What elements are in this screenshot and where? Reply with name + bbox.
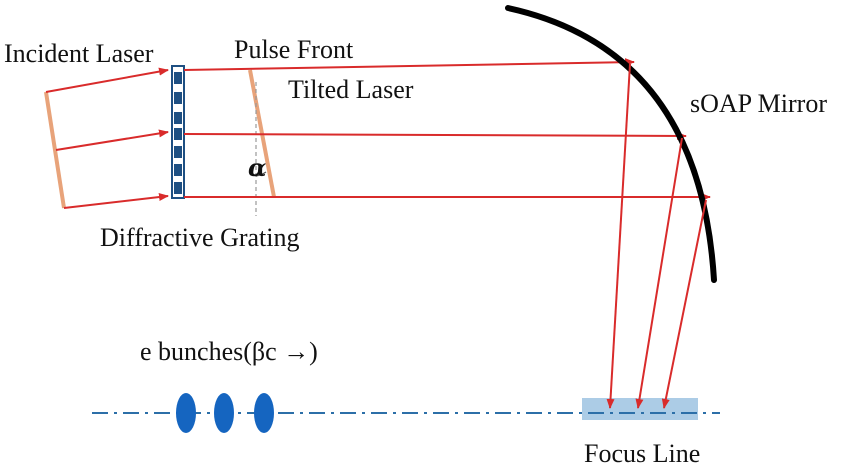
reflected-rays xyxy=(606,63,707,409)
incident-rays xyxy=(45,67,169,209)
tilted-laser-label: Tilted Laser xyxy=(288,75,414,104)
focus-line-label: Focus Line xyxy=(584,439,700,468)
reflected-ray xyxy=(635,137,683,409)
tilted-ray xyxy=(183,58,635,71)
pulse-front-label: Pulse Front xyxy=(234,35,354,64)
incident-ray xyxy=(63,193,169,209)
diffractive-grating xyxy=(171,65,185,199)
soap-mirror-label: sOAP Mirror xyxy=(690,89,827,118)
reflected-ray xyxy=(661,199,707,409)
soap-mirror xyxy=(505,5,717,283)
incident-laser-label: Incident Laser xyxy=(4,39,154,68)
alpha-label: α xyxy=(248,153,266,182)
reflected-ray xyxy=(606,63,631,409)
electron-bunches xyxy=(176,393,274,433)
electron-bunch xyxy=(254,393,274,433)
tilted-ray xyxy=(183,131,687,140)
incident-ray xyxy=(55,129,169,151)
incident-ray xyxy=(45,67,169,93)
electron-bunch xyxy=(214,393,234,433)
incident-pulse-front xyxy=(44,91,66,209)
e-bunches-label: e bunches(βc →) xyxy=(140,337,318,366)
diffractive-grating-label: Diffractive Grating xyxy=(100,223,300,252)
alpha-arc xyxy=(255,171,267,177)
electron-bunch xyxy=(176,393,196,433)
